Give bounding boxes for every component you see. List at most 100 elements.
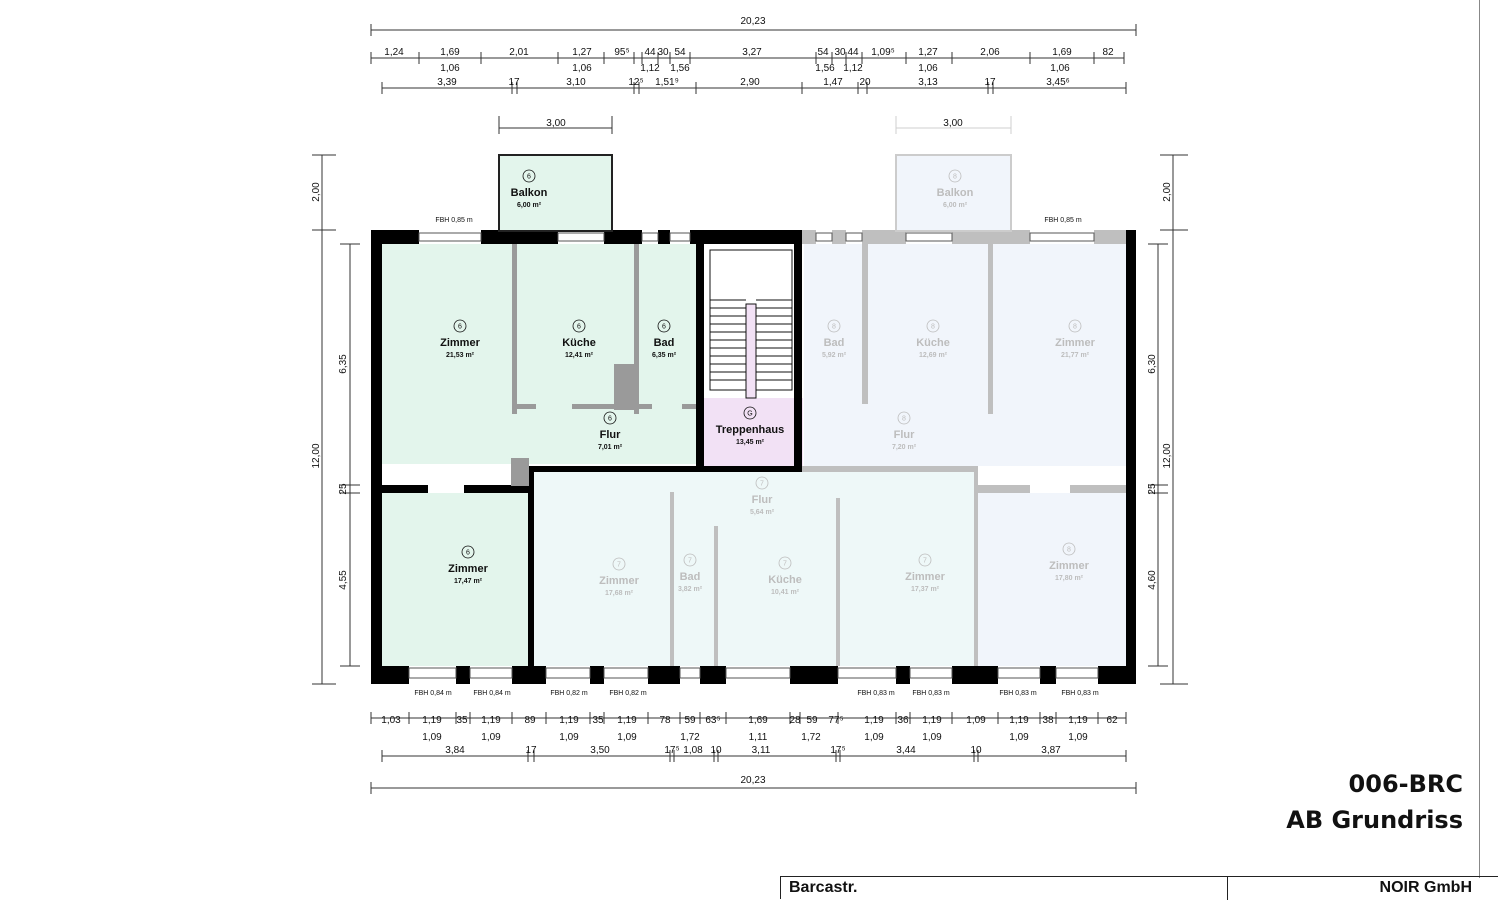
unit-number: 6: [527, 174, 531, 181]
balcony-outline-left: [498, 154, 613, 232]
dimension-label: 17: [984, 77, 996, 88]
wall: [371, 230, 382, 684]
room-name: Zimmer: [599, 575, 639, 587]
fbh-label: FBH 0,83 m: [857, 690, 895, 697]
dimension-label: 2,00: [1162, 182, 1173, 202]
window: [557, 232, 605, 242]
room-area: 7,01 m²: [598, 444, 623, 451]
room-name: Küche: [562, 337, 596, 349]
room-name: Zimmer: [1049, 560, 1089, 572]
unit8-fill-lower: [978, 493, 1126, 666]
dimension-label: 4,55: [338, 570, 349, 590]
wall: [648, 666, 680, 684]
dimension-label: 1,19: [922, 715, 942, 726]
room-area: 12,69 m²: [919, 352, 948, 359]
dimension-label: 10: [710, 745, 722, 756]
fbh-label: FBH 0,85 m: [1044, 217, 1082, 224]
window: [641, 232, 659, 242]
dimension-label: 17⁵: [830, 745, 845, 756]
unit-marker: [897, 411, 911, 425]
dimension-label: 1,19: [864, 715, 884, 726]
window: [1055, 667, 1099, 679]
inner-wall: [682, 404, 696, 409]
stair-eye: [745, 303, 757, 399]
balcony-outline-right: [895, 154, 1012, 232]
window: [815, 232, 833, 242]
wall: [1126, 230, 1136, 684]
dimension-label: 20,23: [740, 775, 765, 786]
dimension-label: 17: [508, 77, 520, 88]
dimension-label: 1,06: [1050, 63, 1070, 74]
wall: [896, 666, 910, 684]
fbh-label: FBH 0,83 m: [912, 690, 950, 697]
faded-wall: [978, 485, 1030, 493]
dimension-label: 44: [847, 47, 859, 58]
dimension-label: 1,19: [1068, 715, 1088, 726]
faded-wall: [952, 230, 1030, 244]
street-name: Barcastr.: [789, 879, 858, 896]
dimension-label: 1,06: [572, 63, 592, 74]
dimension-label: 6,35: [338, 354, 349, 374]
room-name: Küche: [916, 337, 950, 349]
room-area: 17,68 m²: [605, 590, 634, 597]
room-name: Zimmer: [448, 563, 488, 575]
faded-wall: [862, 230, 906, 244]
dimension-label: 12⁵: [628, 77, 643, 88]
dimension-label: 3,87: [1041, 745, 1061, 756]
window: [909, 667, 953, 679]
window: [408, 667, 457, 679]
wall: [658, 230, 670, 244]
unit-number: 8: [931, 324, 935, 331]
dimension-label: 1,03: [381, 715, 401, 726]
dimension-label: 35: [592, 715, 604, 726]
frame-rule: [1479, 0, 1480, 878]
unit-marker: [572, 319, 586, 333]
dimension-label: 20,23: [740, 16, 765, 27]
project-code: 006-BRC: [1348, 770, 1463, 798]
faded-wall: [670, 492, 674, 666]
faded-wall: [988, 244, 993, 414]
dimension-label: 36: [897, 715, 909, 726]
dimension-label: 35: [456, 715, 468, 726]
unit6-fill: [381, 244, 696, 464]
dimension-label: 3,11: [752, 745, 771, 756]
dimension-label: 1,19: [617, 715, 637, 726]
unit-number: 6: [608, 416, 612, 423]
wall: [382, 485, 428, 493]
dimension-label: 25: [338, 483, 349, 495]
wall: [700, 666, 726, 684]
room-name: Flur: [600, 429, 621, 441]
unit-marker: [657, 319, 671, 333]
dimension-label: 1,27: [572, 47, 592, 58]
dimension-label: 1,51⁹: [655, 77, 679, 88]
dimension-label: 38: [1042, 715, 1054, 726]
dimension-label: 82: [1102, 47, 1114, 58]
wall: [512, 666, 546, 684]
title-bar-divider: [1227, 877, 1228, 900]
window: [1029, 232, 1095, 242]
inner-wall: [634, 244, 639, 414]
room-area: 17,37 m²: [911, 586, 940, 593]
dimension-label: 78: [659, 715, 671, 726]
unit-marker: [612, 557, 626, 571]
stair-fill: [700, 398, 803, 468]
company-name: NOIR GmbH: [1379, 879, 1472, 896]
unit-number: 7: [923, 558, 927, 565]
wall: [794, 244, 802, 466]
unit-number: 8: [1073, 324, 1077, 331]
room-name: Balkon: [511, 187, 548, 199]
wall: [604, 230, 642, 244]
dimension-label: 17⁵: [664, 745, 679, 756]
dimension-label: 3,00: [943, 118, 963, 129]
unit-marker: [461, 545, 475, 559]
window: [418, 232, 482, 242]
unit-marker: [453, 319, 467, 333]
staircase: [709, 249, 793, 399]
room-area: 6,00 m²: [517, 202, 542, 209]
